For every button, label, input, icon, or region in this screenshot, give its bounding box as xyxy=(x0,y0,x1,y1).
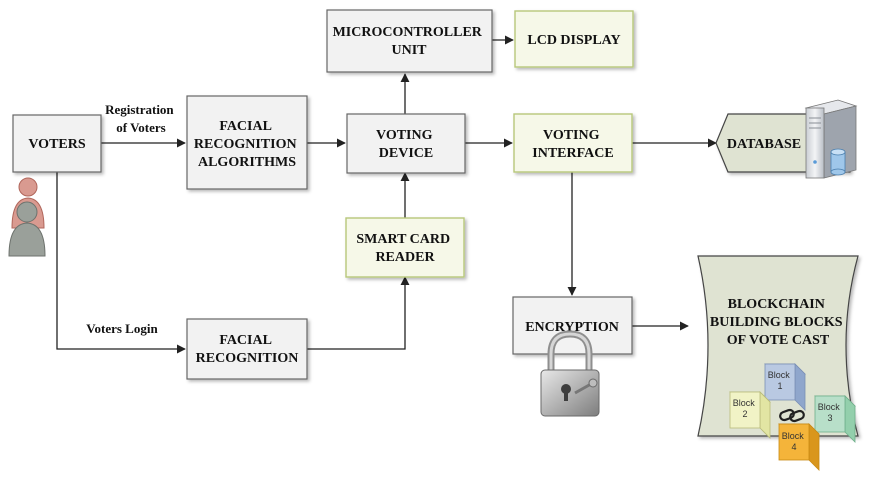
smart-card-reader-label: SMART CARD READER xyxy=(356,232,453,265)
voting-device-label: VOTING DEVICE xyxy=(376,128,436,161)
encryption-label: ENCRYPTION xyxy=(525,320,619,335)
database-label: DATABASE xyxy=(727,137,801,152)
microcontroller-box xyxy=(326,9,493,73)
smart-card-reader-node: SMART CARD READER xyxy=(345,217,465,278)
voting-interface-box xyxy=(513,113,633,173)
facial-algorithms-label: FACIAL RECOGNITION ALGORITHMS xyxy=(194,119,300,170)
blockchain-node: BLOCKCHAIN BUILDING BLOCKS OF VOTE CAST xyxy=(697,255,859,437)
voters-node: VOTERS xyxy=(12,114,102,173)
registration-label: Registration of Voters xyxy=(105,102,177,135)
voting-device-box xyxy=(346,113,466,174)
facial-recognition-box xyxy=(186,318,308,380)
block-1-cube: Block 1 xyxy=(764,363,806,411)
blockchain-shape xyxy=(697,255,859,437)
facial-algorithms-node: FACIAL RECOGNITION ALGORITHMS xyxy=(186,95,308,190)
smart-card-reader-box xyxy=(345,217,465,278)
block-4-label: Block 4 xyxy=(782,431,807,452)
block-2-cube: Block 2 xyxy=(729,391,771,439)
people-icon xyxy=(8,177,46,257)
facial-recognition-label: FACIAL RECOGNITION xyxy=(196,333,299,366)
chain-link-icon xyxy=(779,408,805,423)
microcontroller-label: MICROCONTROLLER UNIT xyxy=(333,25,486,58)
voting-interface-label: VOTING INTERFACE xyxy=(532,128,613,161)
blockchain-label: BLOCKCHAIN BUILDING BLOCKS OF VOTE CAST xyxy=(710,297,846,348)
voters-login-label: Voters Login xyxy=(86,321,158,336)
block-3-label: Block 3 xyxy=(818,402,843,423)
facial-recognition-node: FACIAL RECOGNITION xyxy=(186,318,308,380)
microcontroller-node: MICROCONTROLLER UNIT xyxy=(326,9,493,73)
voting-interface-node: VOTING INTERFACE xyxy=(513,113,633,173)
block-1-label: Block 1 xyxy=(768,370,793,391)
server-icon xyxy=(804,99,858,179)
edge-facial-recognition-to-smartcard xyxy=(307,276,410,350)
block-3-cube: Block 3 xyxy=(814,395,856,443)
block-4-cube: Block 4 xyxy=(778,423,820,471)
facial-algorithms-box xyxy=(186,95,308,190)
lcd-display-box xyxy=(514,10,634,68)
voting-device-node: VOTING DEVICE xyxy=(346,113,466,174)
lcd-display-node: LCD DISPLAY xyxy=(514,10,634,68)
block-2-label: Block 2 xyxy=(733,398,758,419)
encryption-node: ENCRYPTION xyxy=(512,296,633,355)
edge-voters-to-facial-recognition xyxy=(56,172,186,354)
encryption-box xyxy=(512,296,633,355)
lcd-display-label: LCD DISPLAY xyxy=(527,33,620,48)
connectors xyxy=(56,35,717,354)
voters-label: VOTERS xyxy=(28,137,86,152)
voters-box xyxy=(12,114,102,173)
padlock-icon xyxy=(540,330,600,417)
